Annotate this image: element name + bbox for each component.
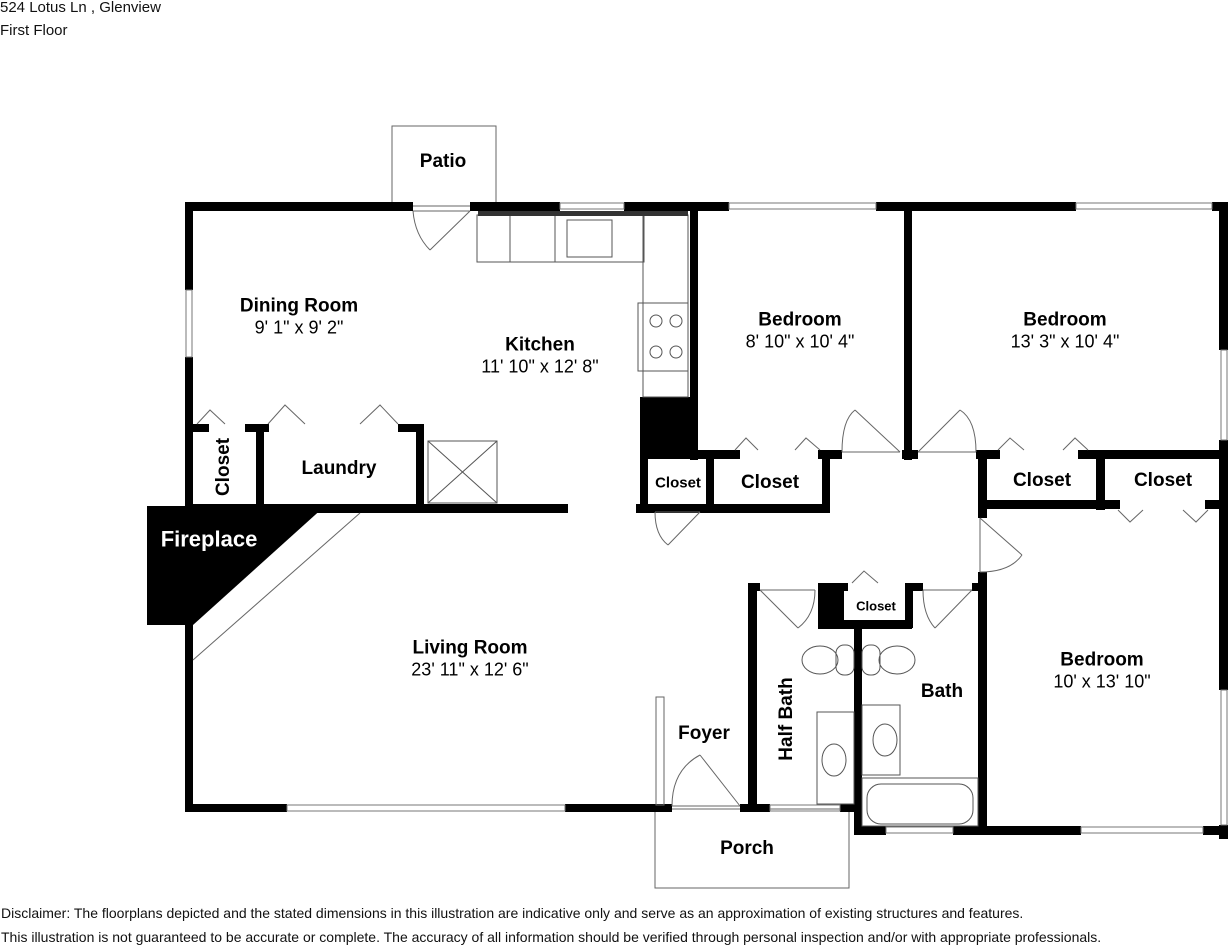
room-label-closet-small: Closet [655,474,701,491]
doors [196,210,1209,807]
room-dimensions: 10' x 13' 10" [1053,671,1151,692]
walls [185,202,1228,839]
address-label: 524 Lotus Ln , Glenview [0,0,161,16]
room-name: Bath [920,681,964,703]
room-label-closet-bed2: Closet [1013,470,1071,492]
room-name: Fireplace [160,526,258,552]
room-dimensions: 9' 1" x 9' 2" [254,317,344,338]
room-name: Closet [655,474,701,492]
room-name: Closet [1133,470,1193,492]
room-label-closet-bed3: Closet [1134,470,1192,492]
room-name: Closet [213,437,235,497]
room-label-foyer: Foyer [678,723,730,745]
room-name: Closet [856,598,896,614]
fireplace-shape [147,506,325,625]
room-name: Half Bath [776,677,798,761]
room-name: Laundry [301,458,377,480]
room-label-living-room: Living Room 23' 11" x 12' 6" [411,638,528,681]
room-label-bath: Bath [921,681,963,703]
patio-outline [391,125,497,207]
windows [185,202,1228,834]
room-label-half-bath: Half Bath [776,677,798,760]
room-name: Bedroom [758,309,842,331]
room-name: Bedroom [1060,649,1144,671]
room-label-bedroom-3: Bedroom 10' x 13' 10" [1053,650,1150,693]
room-name: Living Room [412,637,528,659]
room-label-patio: Patio [420,151,466,173]
room-label-porch: Porch [720,838,774,860]
room-name: Kitchen [505,334,575,356]
disclaimer-line-2: This illustration is not guaranteed to b… [1,929,1102,945]
room-name: Foyer [678,723,730,745]
room-label-laundry: Laundry [302,458,377,480]
room-dimensions: 23' 11" x 12' 6" [411,659,529,680]
room-label-dining-room: Dining Room 9' 1" x 9' 2" [240,296,358,339]
room-label-closet-hall: Closet [856,598,896,615]
bath-fixtures [801,644,979,827]
room-dimensions: 8' 10" x 10' 4" [745,331,855,352]
room-dimensions: 13' 3" x 10' 4" [1010,331,1120,352]
room-label-kitchen: Kitchen 11' 10" x 12' 8" [481,335,598,378]
room-label-fireplace: Fireplace [161,526,258,551]
room-name: Bedroom [1023,309,1107,331]
room-label-closet-dining: Closet [213,438,235,496]
room-dimensions: 11' 10" x 12' 8" [481,356,599,377]
room-name: Dining Room [239,295,359,317]
kitchen-fixtures [427,214,689,504]
room-label-bedroom-2: Bedroom 13' 3" x 10' 4" [1011,310,1120,353]
room-name: Closet [740,472,800,494]
room-name: Patio [419,151,467,173]
floor-label: First Floor [0,22,68,39]
room-label-bedroom-1: Bedroom 8' 10" x 10' 4" [746,310,855,353]
room-name: Closet [1012,470,1072,492]
room-name: Porch [720,838,774,860]
disclaimer-line-1: Disclaimer: The floorplans depicted and … [1,905,1024,921]
room-label-closet-bed1: Closet [741,472,799,494]
